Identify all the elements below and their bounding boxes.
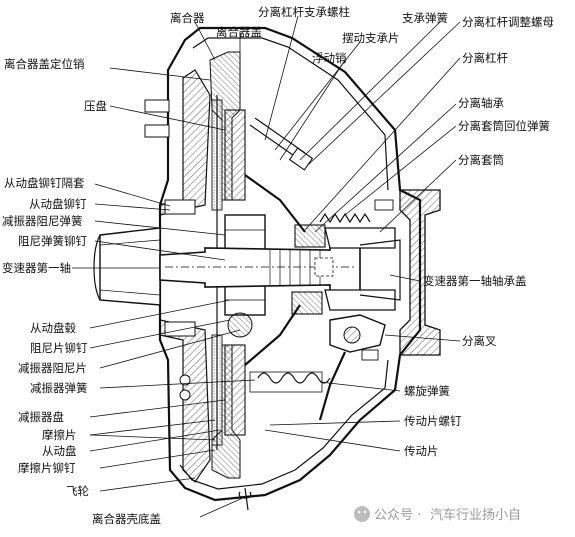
label-support-spring: 支承弹簧 [402,11,448,25]
bearing-cap [359,239,401,301]
label-friction-plate: 摩擦片 [42,428,77,442]
label-swing-support-plate: 摆动支承片 [342,31,400,45]
clutch-housing-outline [158,26,422,502]
label-driven-rivet: 从动盘铆钉 [29,197,87,211]
label-release-fork: 分离叉 [462,334,497,348]
damper-spring-hub [227,312,253,338]
label-driven-rivet-spacer: 从动盘铆钉隔套 [4,176,85,190]
release-sleeve-lower [324,289,396,311]
label-input-shaft-cap: 变速器第一轴轴承盖 [423,274,527,288]
flywheel-lower [159,319,211,483]
label-release-bearing: 分离轴承 [458,96,504,110]
pressure-plate-lower [224,344,246,436]
label-flywheel: 飞轮 [66,484,89,498]
label-drive-plate: 传动片 [404,444,439,458]
label-pressure-plate: 压盘 [84,99,107,113]
drawing [93,26,441,511]
label-lever-adjust-nut: 分离杠杆调整螺母 [462,15,554,29]
crankshaft-stub [93,234,101,301]
label-damper-spring-rivet: 阻尼弹簧铆钉 [18,234,87,248]
release-lever-upper [244,174,306,233]
label-clutch-cover: 离合器盖 [216,25,262,39]
watermark-prefix: 公众号 · [374,508,421,523]
label-friction-rivet: 摩擦片铆钉 [18,461,76,475]
release-lever-lower [244,304,301,366]
label-release-sleeve: 分离套筒 [458,153,504,167]
sleeve-return-spring [319,212,371,224]
housing-lower-inner [179,359,389,490]
leader-lines [72,15,461,518]
fork-arm [318,351,347,421]
shaft-splines [269,250,321,285]
pressure-plate-upper [224,109,246,201]
coil-spring [257,372,331,384]
label-bottom-cover: 离合器壳底盖 [92,512,161,526]
release-bolt [249,117,306,161]
label-cover-locating-pin: 离合器盖定位销 [4,57,85,71]
watermark: 公众号 · 汽车行业扬小自 [354,506,521,523]
label-input-shaft: 变速器第一轴 [2,261,71,275]
label-coil-spring: 螺旋弹簧 [404,384,450,398]
drain-plug [238,487,252,511]
label-damper-plate-rivet: 阻尼片铆钉 [30,341,88,355]
housing-inner-line [192,37,389,191]
label-damper-spring-small: 减振器阻尼弹簧 [2,214,83,228]
label-floating-pin: 浮动销 [312,51,347,65]
label-release-lever: 分离杠杆 [462,51,508,65]
label-driven-disc: 从动盘 [42,444,77,458]
label-driven-hub: 从动盘毂 [30,321,76,335]
labels: 离合器 离合器盖 分离杠杆支承螺柱 支承弹簧 分离杠杆调整螺母 离合器盖定位销 … [2,5,554,526]
label-sleeve-return-spring: 分离套筒回位弹簧 [458,119,550,133]
label-drive-plate-bolt: 传动片螺钉 [404,414,462,428]
label-damper-spring: 减振器弹簧 [30,381,88,395]
left-bolts [144,99,196,401]
wechat-logo-icon [354,506,370,522]
crankshaft-flange [99,227,161,306]
release-bearing-lower [291,291,323,315]
label-release-lever-bolt: 分离杠杆支承螺柱 [258,5,350,19]
shaft-end-detail [314,257,334,277]
label-damper-plate: 减振器阻尼片 [18,361,87,375]
release-bearing [294,224,326,248]
label-damper-disc: 减振器盘 [18,410,64,424]
transmission-housing [399,189,441,356]
label-clutch: 离合器 [170,11,205,25]
watermark-name: 汽车行业扬小自 [430,507,521,523]
